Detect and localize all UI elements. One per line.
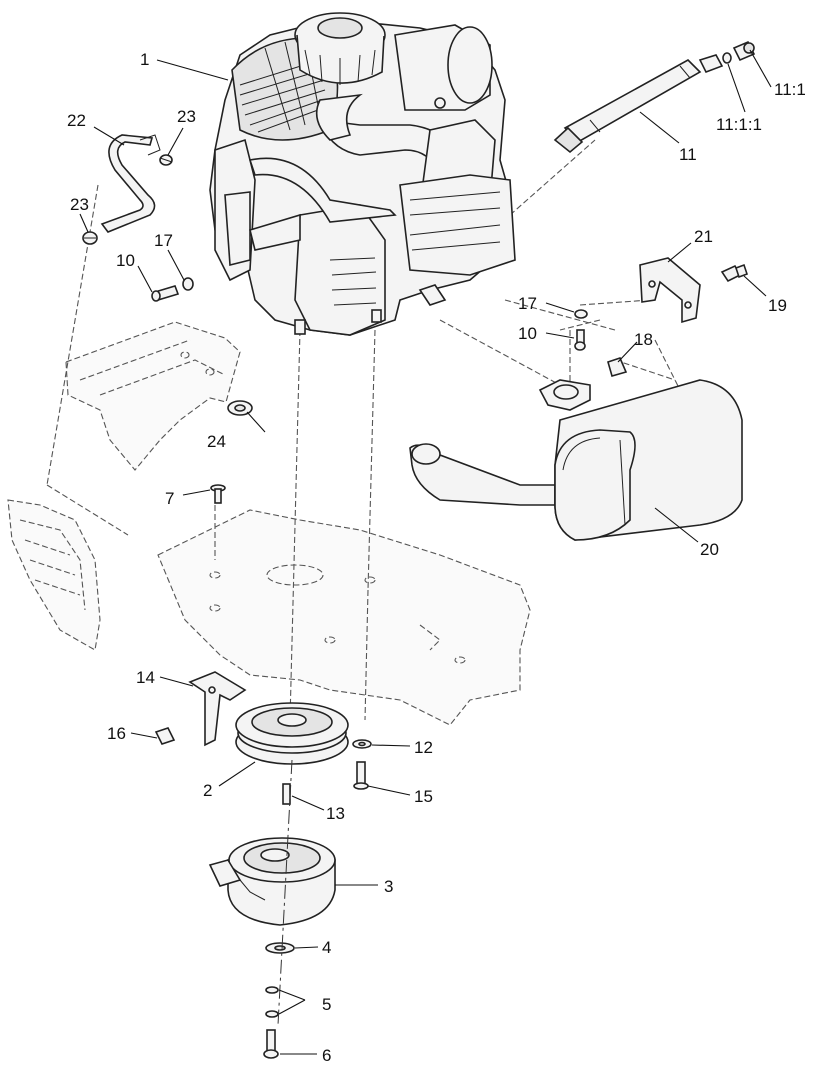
bracket-clutch [188, 671, 247, 747]
callout-grommet: 24 [207, 432, 226, 451]
callout-spacer: 4 [322, 938, 331, 957]
callout-bolt-engine: 10 [116, 251, 135, 270]
side-panel-outline [7, 499, 101, 651]
spacer [265, 942, 295, 954]
callout-washer-pulley: 12 [414, 738, 433, 757]
callout-pulley: 2 [203, 781, 212, 800]
bolt-bracket [574, 329, 586, 351]
callout-washer-engine: 17 [154, 231, 173, 250]
nut-bracket [154, 727, 176, 745]
muffler [409, 379, 743, 541]
clutch [208, 837, 336, 926]
callout-muffler: 20 [700, 540, 719, 559]
callout-washers: 5 [322, 995, 331, 1014]
washer-bracket [574, 309, 588, 319]
callout-bolt-pulley: 15 [414, 787, 433, 806]
oil-drain-hose [553, 54, 724, 154]
air-cleaner [294, 12, 386, 85]
engine-mount-outline [65, 321, 241, 471]
bolt-clutch [263, 1029, 279, 1059]
engine [209, 12, 516, 336]
callout-bracket-clutch: 14 [136, 668, 155, 687]
leader-lines [79, 49, 772, 1055]
callout-hose-clamp-top: 23 [177, 107, 196, 126]
callout-fuel-hose: 22 [67, 111, 86, 130]
callout-drain-cap-oring: 11:1:1 [716, 115, 762, 134]
callout-bolt-clutch: 6 [322, 1046, 331, 1065]
pin [210, 484, 226, 504]
bolt-pulley [353, 761, 369, 790]
bolt-muffler-bracket [720, 263, 749, 283]
callouts: 1 22 23 23 17 10 11:1 11:1:1 11 21 19 17… [67, 50, 806, 1065]
washer-lower [265, 1010, 279, 1018]
callout-pin: 7 [165, 489, 174, 508]
drain-cap [732, 40, 756, 62]
key [282, 783, 291, 805]
hose-clamp-bottom [82, 231, 98, 245]
callout-clutch: 3 [384, 877, 393, 896]
nut-muffler [607, 357, 628, 377]
bolt-engine [151, 285, 180, 302]
drain-cap-oring [722, 52, 732, 64]
callout-drain-cap: 11:1 [774, 80, 806, 99]
drive-centerline [277, 759, 293, 1026]
callout-engine: 1 [140, 50, 149, 69]
washer-upper [265, 986, 279, 994]
callout-bolt-muffler-bracket: 19 [768, 296, 787, 315]
callout-muffler-bracket: 21 [694, 227, 713, 246]
grommet [227, 400, 253, 416]
callout-washer-bracket: 17 [518, 294, 537, 313]
washer-engine [182, 277, 194, 291]
pulley [235, 702, 349, 765]
fuel-hose [100, 134, 161, 233]
callout-hose-clamp-bottom: 23 [70, 195, 89, 214]
callout-key: 13 [326, 804, 345, 823]
frame-plate-outline [157, 509, 531, 726]
callout-nut-bracket: 16 [107, 724, 126, 743]
callout-nut-muffler: 18 [634, 330, 653, 349]
callout-oil-drain-hose: 11 [679, 145, 697, 164]
muffler-bracket [639, 257, 701, 324]
washer-pulley [352, 739, 372, 749]
hose-clamp-top [159, 154, 173, 166]
callout-bolt-bracket: 10 [518, 324, 537, 343]
